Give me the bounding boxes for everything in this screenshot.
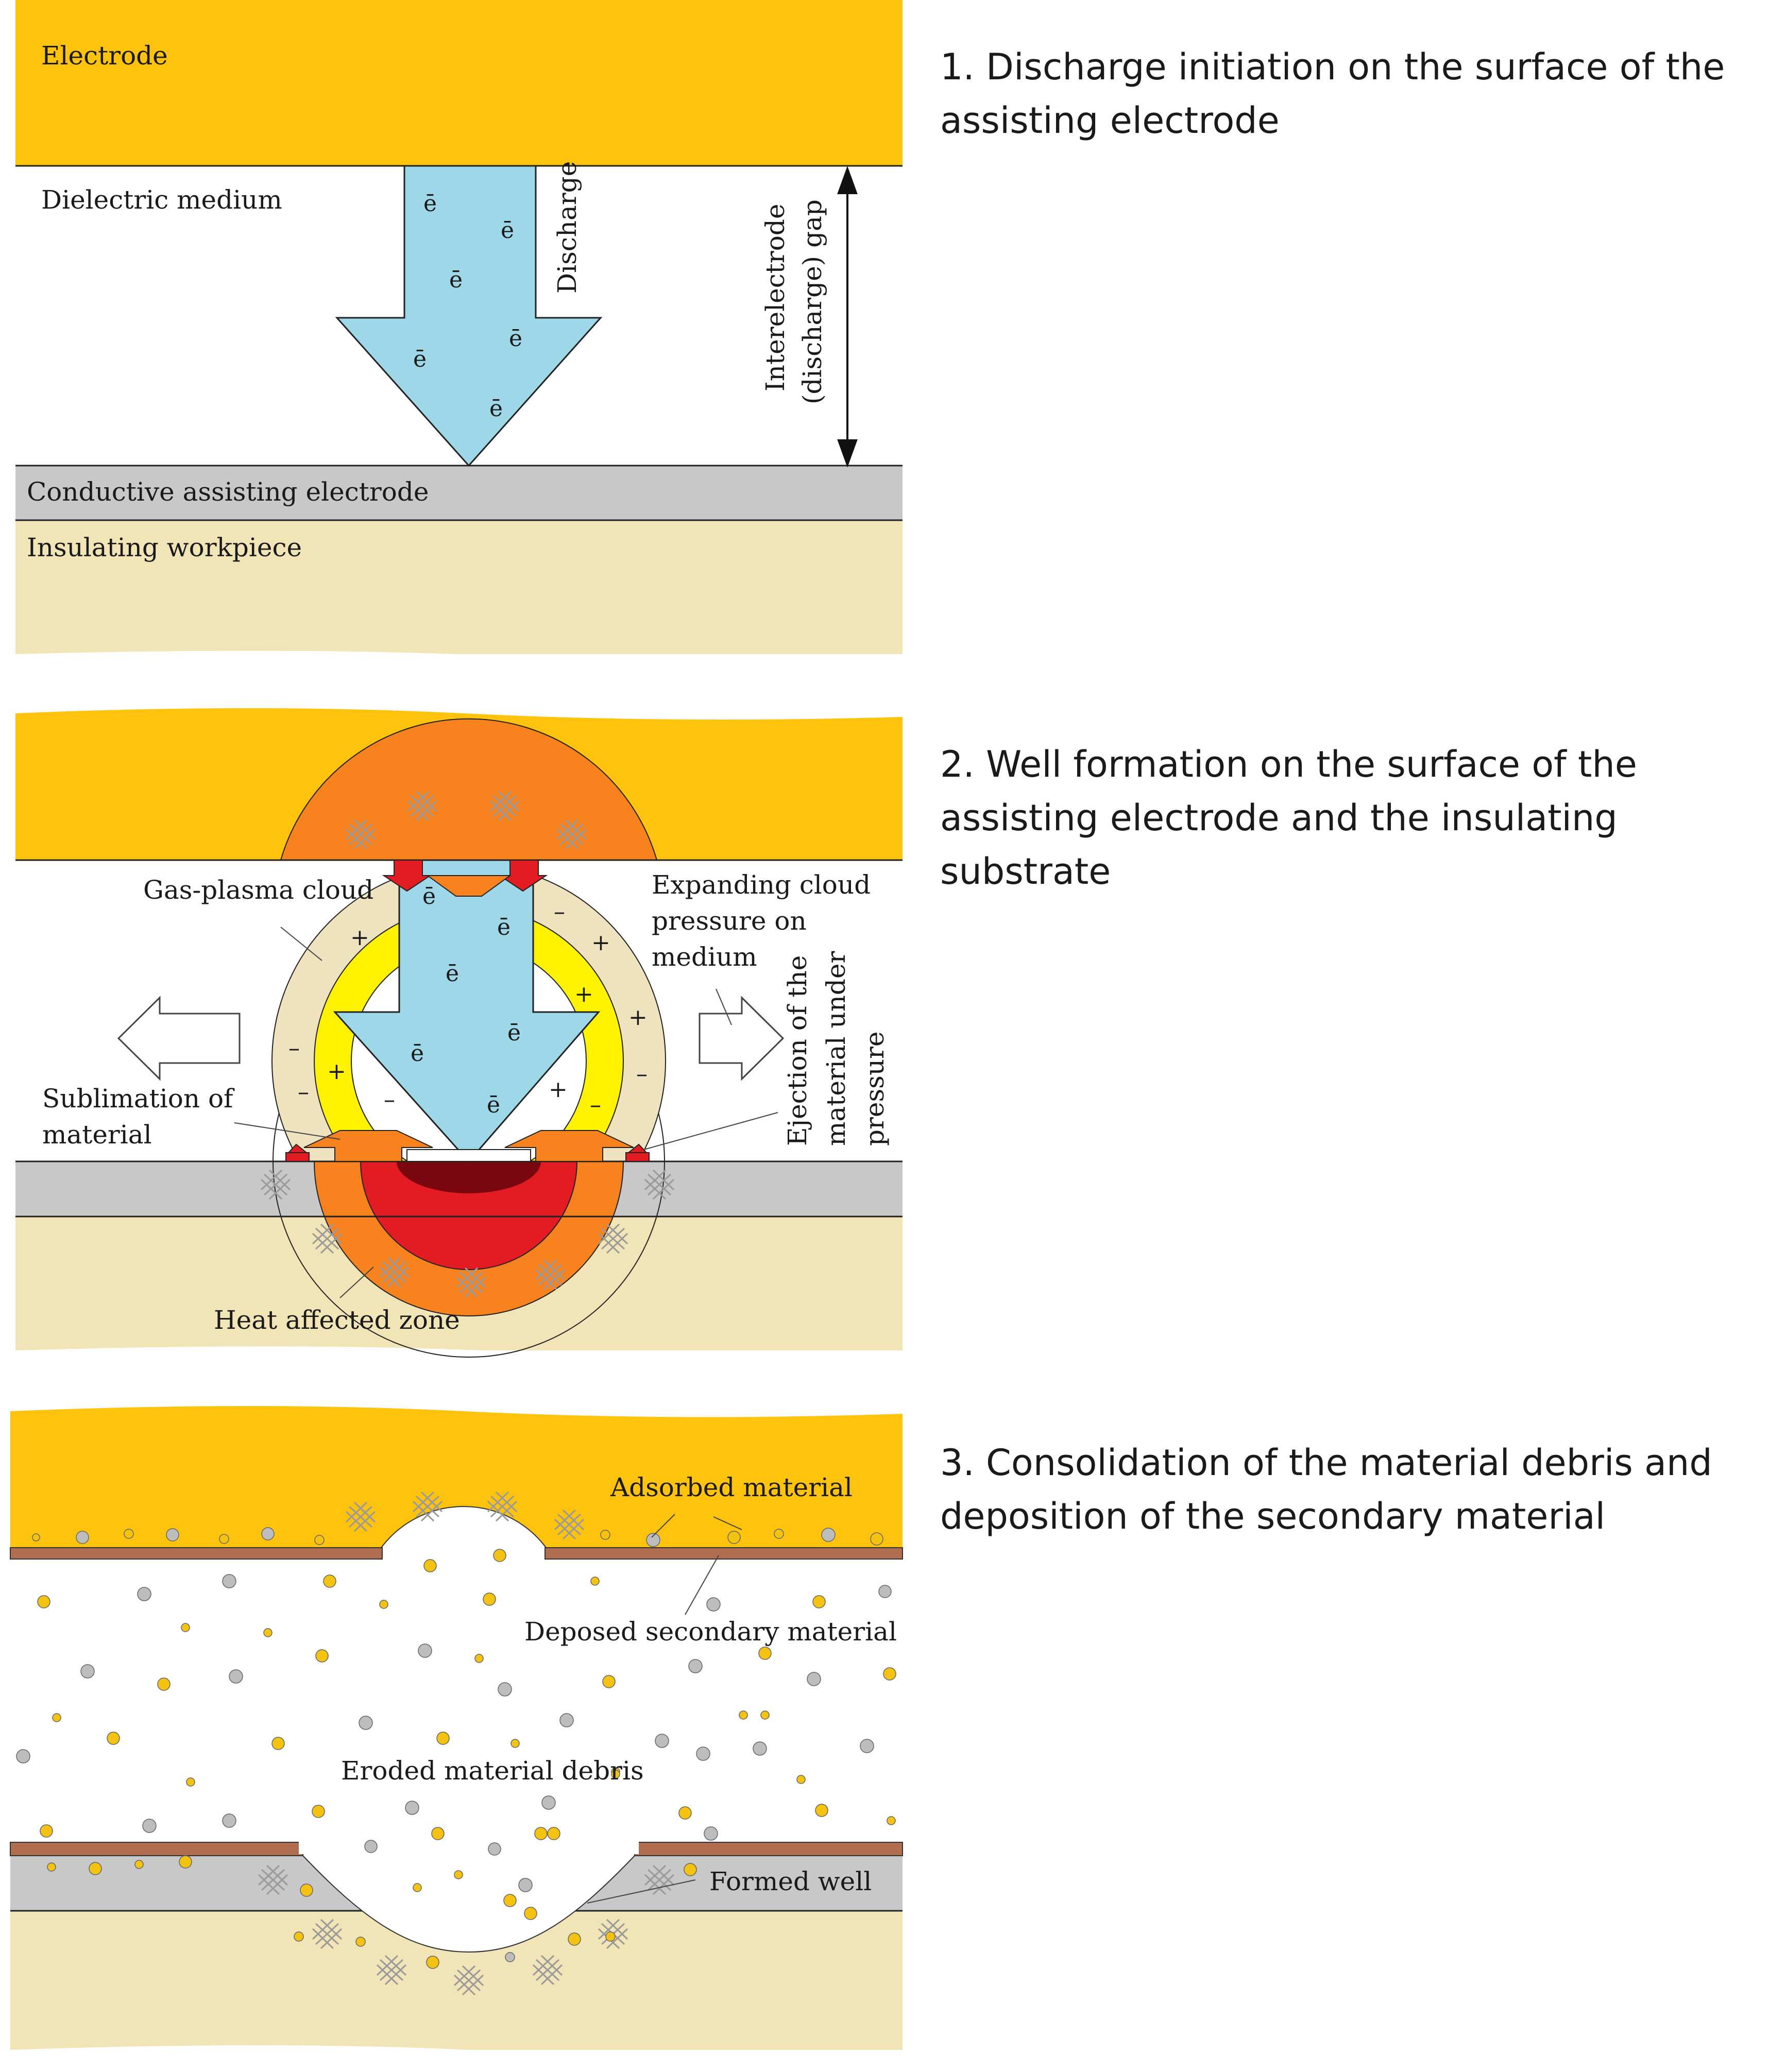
- electron: ē: [413, 346, 427, 372]
- plus-sign: +: [591, 930, 610, 956]
- label-pressure-line2: pressure on: [652, 906, 807, 936]
- panel-1: Electrode Dielectric medium Conductive a…: [15, 0, 903, 670]
- label-formed-well: Formed well: [709, 1866, 872, 1896]
- electron: ē: [489, 396, 503, 422]
- workpiece-layer: [15, 520, 903, 654]
- deposit-top-left: [10, 1547, 383, 1560]
- label-sublimation-line2: material: [42, 1120, 152, 1150]
- minus-sign: –: [590, 1092, 601, 1118]
- charges: + – + + – + – + – – + –: [288, 899, 648, 1118]
- label-heat-affected-zone: Heat affected zone: [214, 1305, 460, 1335]
- caption-step-1: 1. Discharge initiation on the surface o…: [940, 46, 1725, 142]
- electron: ē: [423, 191, 437, 217]
- electron: ē: [501, 217, 514, 244]
- gap-dimension: [837, 166, 858, 468]
- electron: ē: [449, 267, 463, 293]
- expansion-arrow-left: [117, 996, 241, 1081]
- plus-sign: +: [628, 1004, 648, 1031]
- discharge-arrow: [333, 859, 601, 1163]
- label-assisting-electrode: Conductive assisting electrode: [27, 477, 429, 507]
- label-ejection-line2: material under: [821, 951, 851, 1146]
- plus-sign: +: [549, 1076, 568, 1103]
- label-eroded-debris: Eroded material debris: [341, 1756, 644, 1786]
- electron: ē: [497, 914, 510, 940]
- electrode-layer: [10, 1406, 903, 1548]
- electron: ē: [411, 1040, 424, 1067]
- label-adsorbed: Adsorbed material: [610, 1472, 853, 1502]
- label-ejection-line3: pressure: [860, 1031, 890, 1146]
- core-zone: [397, 1161, 541, 1193]
- label-gas-plasma-cloud: Gas-plasma cloud: [143, 875, 373, 905]
- electron: ē: [487, 1092, 500, 1118]
- label-electrode: Electrode: [41, 41, 168, 71]
- panel-3: Adsorbed material Deposed secondary mate…: [10, 1406, 903, 2069]
- plus-sign: +: [350, 924, 369, 951]
- minus-sign: –: [554, 899, 565, 925]
- label-dielectric: Dielectric medium: [41, 185, 282, 215]
- minus-sign: –: [298, 1079, 309, 1105]
- electron: ē: [507, 1020, 521, 1046]
- plus-sign: +: [327, 1058, 346, 1085]
- label-pressure-line1: Expanding cloud: [652, 870, 871, 900]
- discharge-arrow: [335, 165, 603, 467]
- label-discharge: Discharge: [552, 161, 582, 294]
- label-workpiece: Insulating workpiece: [27, 533, 302, 562]
- plus-sign: +: [574, 981, 593, 1007]
- debris-particles: [16, 1527, 896, 1969]
- electrode-layer: [15, 0, 903, 166]
- sublimation-arrows: [285, 860, 650, 1162]
- electrons-1: ē ē ē ē ē ē: [413, 191, 522, 422]
- melt-zone: [360, 1161, 577, 1270]
- label-gap-line2: (discharge) gap: [797, 199, 827, 404]
- assisting-electrode-layer: [15, 466, 903, 520]
- electron: ē: [509, 326, 522, 352]
- label-pressure-line3: medium: [652, 942, 757, 972]
- label-gap-line1: Interelectrode: [760, 204, 790, 391]
- electron: ē: [422, 883, 436, 910]
- deposit-bottom-right: [634, 1842, 903, 1856]
- minus-sign: –: [288, 1035, 300, 1061]
- panel-2: + – + + – + – + – – + – ē ē ē ē ē ē Gas-…: [15, 708, 903, 1370]
- label-ejection-line1: Ejection of the: [782, 955, 812, 1146]
- electron: ē: [446, 961, 459, 987]
- minus-sign: –: [384, 1087, 395, 1113]
- caption-step-3: 3. Consolidation of the material debris …: [940, 1442, 1712, 1537]
- deposit-bottom-left: [10, 1842, 303, 1856]
- caption-step-2: 2. Well formation on the surface of the …: [940, 743, 1637, 893]
- minus-sign: –: [636, 1061, 648, 1087]
- deposit-top-right: [544, 1547, 903, 1560]
- expansion-arrow-right: [699, 996, 785, 1081]
- label-deposed: Deposed secondary material: [524, 1617, 897, 1647]
- formed-well: [302, 1843, 635, 1953]
- label-sublimation-line1: Sublimation of: [42, 1084, 235, 1114]
- electrons-2: ē ē ē ē ē ē: [411, 883, 521, 1118]
